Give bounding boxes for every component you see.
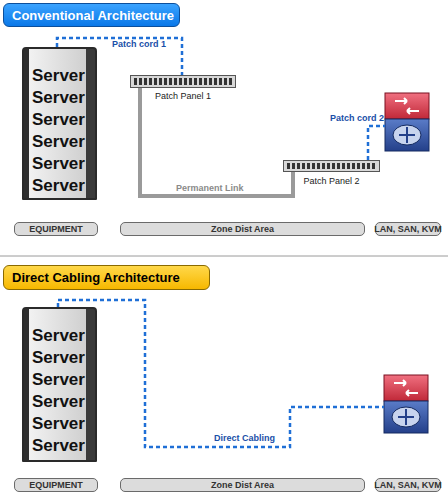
server-label: Server [32,65,95,87]
server-label: Server [32,87,95,109]
section-divider [0,256,448,257]
server-label: Server [32,153,95,175]
patch-cord [368,126,385,160]
server-label: Server [32,369,95,391]
port-strip [134,78,232,85]
zone-label: Zone Dist Area [211,224,274,234]
server-label: Server [32,435,95,457]
patch-panel: Patch Panel 1 [130,75,236,88]
zone-tag: Zone Dist Area [120,478,365,492]
server-label: Server [32,391,95,413]
zone-tag: EQUIPMENT [14,478,98,492]
permanent-link [140,88,293,196]
panel-label: Patch Panel 2 [264,176,399,186]
server-label: Server [32,131,95,153]
heading-box: Direct Cabling Architecture [3,265,210,290]
server-rack: ServerServerServerServerServerServer [22,307,97,462]
server-label: Server [32,347,95,369]
heading-text: Direct Cabling Architecture [12,270,180,285]
server-label: Server [32,413,95,435]
zone-tag: LAN, SAN, KVM [375,478,441,492]
zone-label: LAN, SAN, KVM [374,224,442,234]
zone-tag: EQUIPMENT [14,222,98,236]
cable-label: Patch cord 2 [330,113,384,123]
zone-tag: Zone Dist Area [120,222,365,236]
heading-text: Conventional Architecture [12,8,174,23]
cable-label: Patch cord 1 [112,39,166,49]
patch-panel: Patch Panel 2 [283,160,380,172]
server-label: Server [32,175,95,197]
panel-label: Patch Panel 1 [111,91,255,101]
cable-label: Direct Cabling [214,433,275,443]
server-label: Server [32,109,95,131]
zone-label: EQUIPMENT [29,480,83,490]
server-label: Server [32,325,95,347]
port-strip [287,163,376,169]
switch-icon [384,375,428,433]
switch-icon [385,93,429,151]
heading-box: Conventional Architecture [3,3,180,27]
zone-label: EQUIPMENT [29,224,83,234]
zone-label: LAN, SAN, KVM [374,480,442,490]
cable-label: Permanent Link [176,183,244,193]
zone-tag: LAN, SAN, KVM [375,222,441,236]
direct-cable [58,300,384,447]
zone-label: Zone Dist Area [211,480,274,490]
server-rack: ServerServerServerServerServerServer [22,47,97,200]
